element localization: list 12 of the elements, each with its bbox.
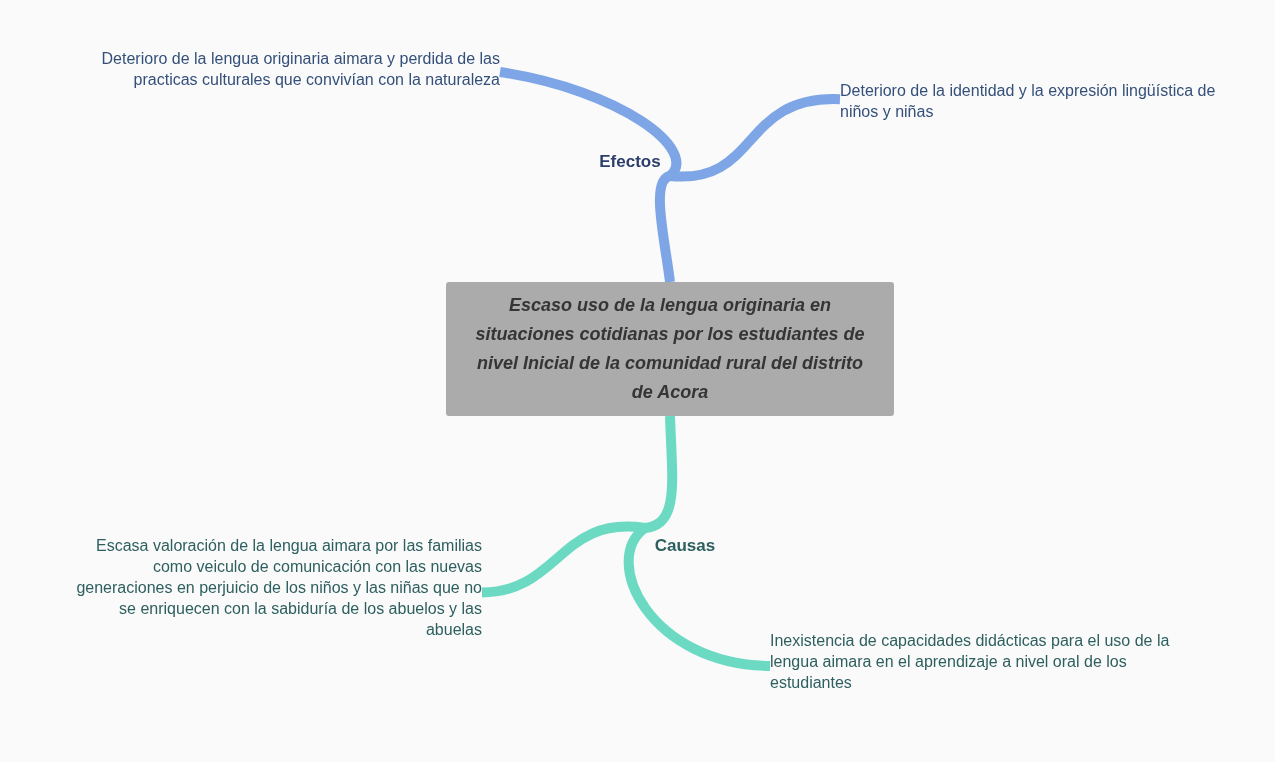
topic-text: Escaso uso de la lengua originaria en situaciones cotidianas por los estudiantes de nivel Inicial de la comunidad rural del distrito de Acora (474, 294, 866, 404)
branch-connector (669, 94, 841, 182)
subtopic-text: Deterioro de la lengua originaria aimara y perdida de las practicas culturales que convivían con la naturaleza (40, 48, 500, 96)
central-topic-box (446, 282, 894, 416)
subtopic-text: Escasa valoración de la lengua aimara por las familias como veiculo de comunicación con las nuevas generaciones en perjuicio de los niños y las niñas que no se enriquecen con la sabiduría de los abuelos y las abuelas (60, 535, 482, 650)
branch-title: Causas (645, 528, 725, 564)
branch-title: Efectos (590, 148, 670, 176)
subtopic-text: Inexistencia de capacidades didácticas para el uso de la lengua aimara en el aprendizaje a nivel oral de los estudiantes (770, 630, 1190, 702)
branch-connector (655, 171, 675, 283)
branch-connector (481, 521, 646, 598)
subtopic-text: Deterioro de la identidad y la expresión lingüística de niños y niñas (840, 80, 1258, 128)
branch-connector (644, 415, 678, 533)
